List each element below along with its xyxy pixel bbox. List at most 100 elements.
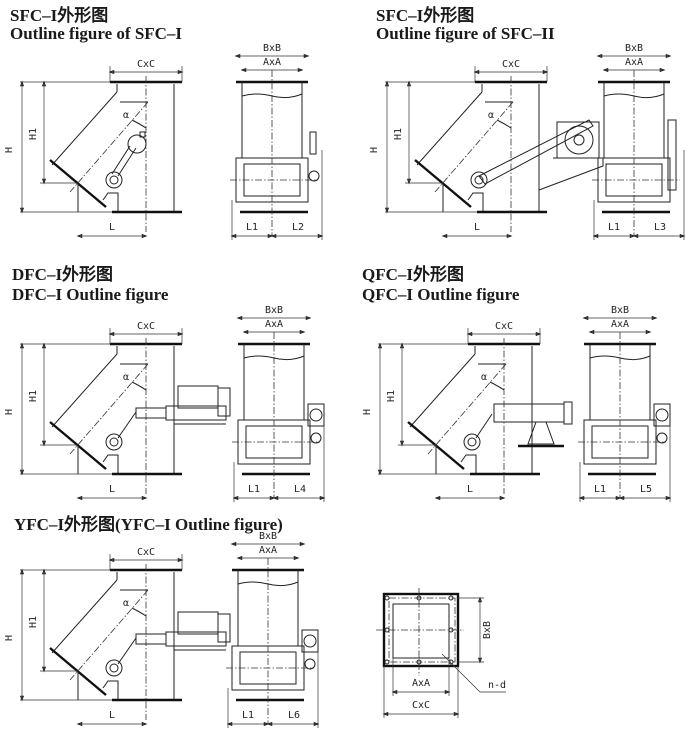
l2-dimension-arrow (618, 495, 625, 501)
cxc-dimension-arrow (177, 69, 184, 75)
support-bracket (538, 157, 604, 191)
h1-dimension-arrow (399, 342, 405, 349)
h-label: H (362, 409, 373, 415)
cxc-label: CxC (137, 59, 155, 70)
lever-arm-2 (111, 145, 131, 175)
axa-dimension-arrow (391, 689, 398, 695)
h-dimension-arrow (19, 695, 25, 702)
h-label: H (4, 409, 15, 415)
bxb-label: BxB (259, 531, 277, 542)
h1-label: H1 (28, 128, 39, 140)
chute-upper (51, 91, 118, 166)
outlet-bracket (102, 192, 119, 212)
chute-upper (409, 353, 476, 428)
alpha-arc (131, 119, 147, 129)
pivot-pin (109, 437, 119, 447)
alpha-label: α (123, 598, 129, 609)
motor-housing (177, 385, 219, 409)
cylinder-cap (563, 401, 573, 425)
bolt-hole (384, 659, 390, 665)
alpha-arc (131, 607, 147, 617)
flange-inner (392, 603, 450, 659)
actuator-cylinder (165, 631, 227, 647)
motor-fan (309, 408, 323, 422)
bxb-dimension-arrow (303, 53, 310, 59)
axa-dimension-arrow (242, 329, 249, 335)
bxb-label: BxB (265, 305, 283, 316)
cxc-dimension-arrow (177, 331, 184, 337)
cxc-dimension-arrow (535, 331, 542, 337)
l-label: L (474, 222, 480, 233)
link-arm (117, 637, 137, 665)
h-label: H (4, 635, 15, 641)
bxb-dimension-arrow (477, 596, 483, 603)
cxc-label: CxC (412, 700, 430, 711)
l-dimension-arrow (141, 495, 148, 501)
axa-label: AxA (259, 545, 277, 556)
bxb-dimension-arrow (234, 53, 241, 59)
h1-label: H1 (386, 390, 397, 402)
l2-label: L2 (292, 222, 304, 233)
l1-label: L1 (242, 710, 254, 721)
h1-dimension-arrow (41, 440, 47, 447)
motor-side (653, 403, 671, 427)
l2-dimension-arrow (317, 233, 324, 239)
l-dimension-arrow (76, 233, 83, 239)
motor-end (217, 387, 231, 417)
h1-dimension-arrow (41, 178, 47, 185)
l-dimension-arrow (506, 233, 513, 239)
l2-label: L5 (640, 484, 652, 495)
cxc-dimension-arrow (453, 711, 460, 717)
alpha-label: α (123, 110, 129, 121)
push-rod (135, 407, 167, 419)
weight-side (309, 131, 317, 155)
l-label: L (109, 222, 115, 233)
h1-dimension-arrow (41, 666, 47, 673)
lever-arm (117, 147, 137, 177)
alpha-label: α (481, 372, 487, 383)
axa-label: AxA (412, 678, 430, 689)
axa-dimension-arrow (444, 689, 451, 695)
push-rod (135, 633, 167, 645)
motor-fan (303, 634, 317, 648)
axa-dimension-arrow (240, 67, 247, 73)
sfc2-title-en: Outline figure of SFC–II (376, 24, 555, 43)
bxb-dimension-arrow (582, 315, 589, 321)
l-label: L (109, 484, 115, 495)
h-dimension-arrow (384, 80, 390, 87)
l2-dimension-arrow (679, 233, 686, 239)
actuator-cylinder (165, 405, 227, 421)
l2-label: L3 (654, 222, 666, 233)
h1-label: H1 (28, 616, 39, 628)
motor-housing (177, 611, 219, 635)
l2-dimension-arrow (272, 495, 279, 501)
h-label: H (4, 147, 15, 153)
cxc-label: CxC (137, 547, 155, 558)
bxb-dimension-arrow (651, 315, 658, 321)
sfc1-title-cn: SFC–I外形图 (10, 6, 109, 25)
l2-dimension-arrow (313, 721, 320, 727)
pivot-hub (463, 433, 481, 451)
l-label: L (467, 484, 473, 495)
h-dimension-arrow (377, 469, 383, 476)
chute-axis (427, 363, 507, 455)
l-dimension-arrow (441, 233, 448, 239)
axa-dimension-arrow (293, 555, 300, 561)
l1-label: L1 (246, 222, 258, 233)
cxc-dimension-arrow (177, 557, 184, 563)
pivot-pin (109, 663, 119, 673)
h-dimension-arrow (19, 80, 25, 87)
chute-upper (416, 91, 483, 166)
gear-side (656, 432, 668, 444)
outlet-bracket (102, 454, 119, 474)
hand-wheel (564, 125, 594, 155)
l1-dimension-arrow (226, 721, 233, 727)
axa-dimension-arrow (645, 329, 652, 335)
l1-dimension-arrow (263, 721, 270, 727)
h1-dimension-arrow (41, 568, 47, 575)
